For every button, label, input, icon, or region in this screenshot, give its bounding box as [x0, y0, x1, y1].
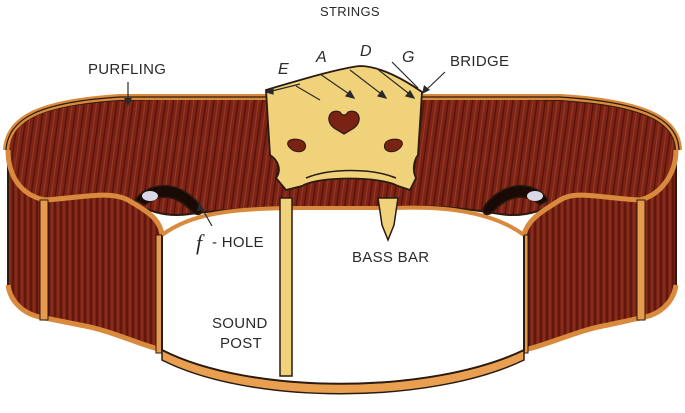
corner-block-right [636, 199, 646, 321]
label-string-e: E [278, 61, 289, 78]
bass-bar [377, 197, 399, 243]
label-strings: STRINGS [320, 4, 380, 19]
left-rib-inner [44, 194, 163, 352]
label-string-g: G [402, 49, 415, 66]
label-purfling: PURFLING [88, 61, 166, 78]
right-rib-inner [523, 194, 641, 352]
sound-post [279, 197, 293, 377]
label-string-d: D [360, 43, 372, 60]
label-string-a: A [315, 49, 327, 66]
corner-block-left [39, 199, 49, 321]
strings-arrows [264, 61, 419, 101]
label-sound-post-line2: POST [220, 335, 262, 352]
label-bass-bar: BASS BAR [352, 249, 429, 266]
label-f-hole-f: f [196, 230, 205, 255]
label-f-hole-rest: - HOLE [212, 234, 264, 251]
label-sound-post-line1: SOUND [212, 315, 268, 332]
label-bridge: BRIDGE [450, 53, 509, 70]
